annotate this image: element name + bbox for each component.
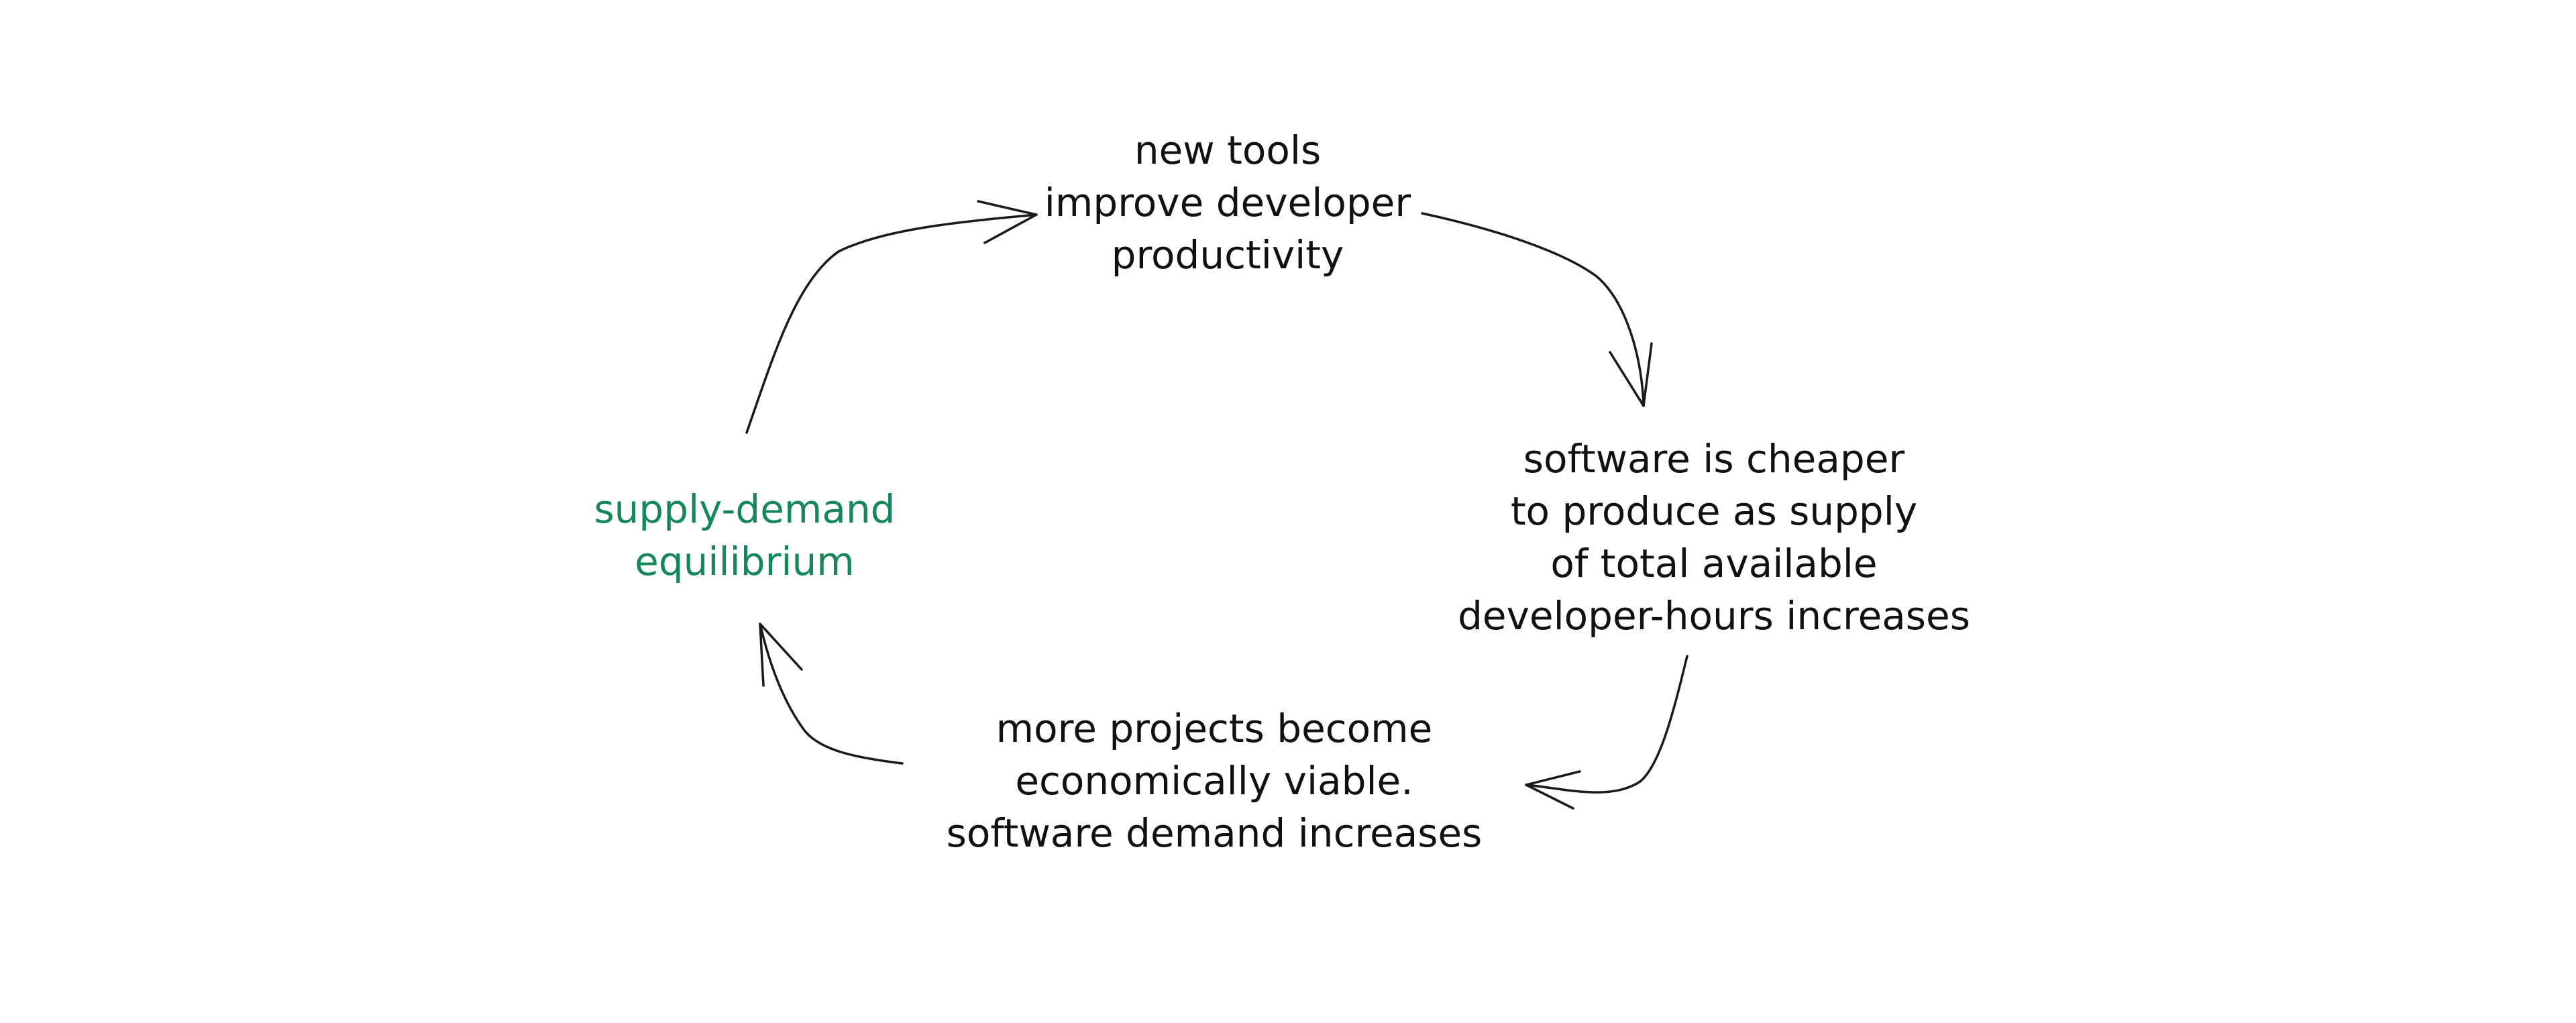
node-text-line: of total available (1550, 541, 1878, 586)
arrow-bottom-to-left (759, 623, 904, 765)
arrow-right-to-bottom (1525, 655, 1688, 810)
arrow-right-to-bottom-head (1525, 770, 1581, 810)
arrow-top-to-right-head (1609, 342, 1653, 407)
arrow-top-to-right-shaft (1421, 212, 1645, 407)
arrow-left-to-top (745, 200, 1038, 434)
node-text-line: new tools (1134, 127, 1322, 173)
node-more-projects: more projects become economically viable… (892, 702, 1536, 859)
node-text-line: software is cheaper (1523, 436, 1905, 482)
node-text-line: equilibrium (635, 539, 855, 584)
arrow-bottom-to-left-shaft (759, 623, 904, 765)
node-text-line: productivity (1111, 232, 1344, 278)
arrow-top-to-right (1421, 212, 1653, 407)
arrow-left-to-top-head (977, 200, 1038, 244)
arrow-bottom-to-left-head (759, 623, 803, 687)
node-text-line: more projects become (996, 706, 1433, 751)
arrow-right-to-bottom-shaft (1525, 655, 1688, 794)
node-text-line: developer-hours increases (1458, 593, 1970, 639)
node-text-line: economically viable. (1015, 758, 1413, 804)
node-text-line: improve developer (1044, 180, 1411, 225)
node-equilibrium: supply-demand equilibrium (564, 483, 926, 588)
node-new-tools: new tools improve developer productivity (1013, 124, 1442, 281)
node-text-line: supply-demand (594, 486, 896, 532)
arrow-left-to-top-shaft (745, 213, 1038, 434)
node-text-line: software demand increases (946, 810, 1483, 856)
node-software-cheaper: software is cheaper to produce as supply… (1429, 433, 1999, 642)
node-text-line: to produce as supply (1510, 488, 1918, 534)
